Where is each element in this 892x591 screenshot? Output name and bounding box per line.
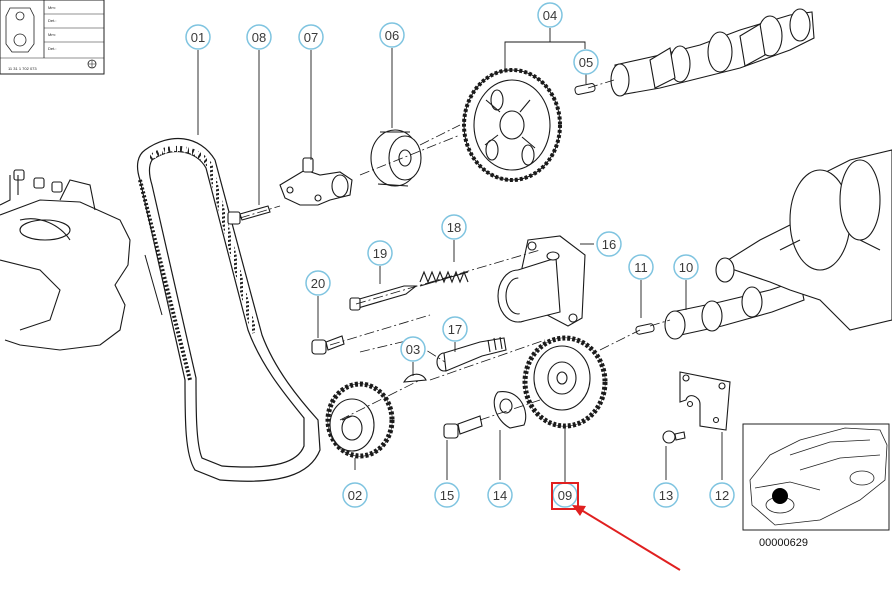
intermediate-sprocket [522, 335, 608, 429]
callout-16: 16 [596, 231, 622, 257]
crankshaft-sprocket [325, 381, 395, 459]
callout-15: 15 [434, 482, 460, 508]
callout-02-label: 02 [348, 488, 362, 503]
small-screw [662, 430, 686, 444]
guide-pulley [370, 129, 422, 187]
tensioner-bracket [279, 157, 353, 206]
callout-06-label: 06 [385, 28, 399, 43]
callout-20: 20 [305, 270, 331, 296]
timing-belt [136, 137, 321, 482]
callout-12: 12 [709, 482, 735, 508]
hex-bolt-15 [443, 415, 483, 439]
camshaft [610, 8, 815, 97]
callout-14: 14 [487, 482, 513, 508]
camshaft-sprocket [462, 68, 562, 182]
callout-12-label: 12 [715, 488, 729, 503]
callout-09-label: 09 [558, 488, 572, 503]
callout-17: 17 [442, 316, 468, 342]
stamp-line2: Det.: [48, 18, 56, 23]
callout-18-label: 18 [447, 220, 461, 235]
tensioner-pin [349, 285, 418, 311]
assembly-lines [239, 79, 671, 421]
woodruff-key [402, 373, 427, 383]
callout-08: 08 [246, 24, 272, 50]
callout-09[interactable]: 09 [552, 482, 578, 508]
callout-03: 03 [400, 336, 426, 362]
cover-plate [679, 371, 731, 431]
camshaft-pin [574, 83, 596, 95]
callout-18: 18 [441, 214, 467, 240]
highlight-arrow [577, 507, 681, 571]
callout-06: 06 [379, 22, 405, 48]
callout-04-label: 04 [543, 8, 557, 23]
callout-16-label: 16 [602, 237, 616, 252]
callout-11: 11 [628, 254, 654, 280]
drawing-number: 00000629 [759, 537, 808, 549]
callout-10-label: 10 [679, 260, 693, 275]
stamp-line4: Det.: [48, 46, 56, 51]
tensioner-spring [419, 270, 469, 287]
callout-14-label: 14 [493, 488, 507, 503]
callout-20-label: 20 [311, 276, 325, 291]
callout-05-label: 05 [579, 55, 593, 70]
crankshaft [715, 149, 892, 331]
vehicle-inset: 00000629 [742, 423, 890, 549]
callout-08-label: 08 [252, 30, 266, 45]
callout-07: 07 [298, 24, 324, 50]
callout-07-label: 07 [304, 30, 318, 45]
stamp-code: 11 31 1 702 073 [8, 66, 37, 71]
car-outline-icon [749, 427, 888, 526]
leader-lines [197, 28, 723, 482]
callout-01: 01 [185, 24, 211, 50]
tensioner-flange [497, 235, 586, 327]
callout-04: 04 [537, 2, 563, 28]
engine-block-drawing [0, 169, 131, 351]
highlight-annotation [551, 482, 681, 571]
callout-13: 13 [653, 482, 679, 508]
callout-05: 05 [573, 49, 599, 75]
highlight-box [551, 482, 579, 510]
hex-bolt-20 [311, 335, 345, 355]
stamp-line3: Mm: [48, 32, 56, 37]
callout-13-label: 13 [659, 488, 673, 503]
callout-bubbles: 01 08 07 06 04 05 18 16 19 11 10 20 17 0… [185, 2, 735, 508]
callout-03-label: 03 [406, 342, 420, 357]
arrow-head-icon [572, 505, 586, 516]
revision-stamp: Mm: Det.: Mm: Det.: 11 31 1 702 073 [0, 0, 105, 75]
dowel-pin [635, 323, 655, 335]
engine-location-dot [772, 488, 788, 504]
callout-19-label: 19 [373, 246, 387, 261]
intermediate-shaft [664, 266, 805, 340]
stud-bolt [436, 336, 507, 372]
callout-19: 19 [367, 240, 393, 266]
callout-01-label: 01 [191, 30, 205, 45]
callout-10: 10 [673, 254, 699, 280]
callout-11-label: 11 [634, 260, 648, 275]
stamp-line1: Mm: [48, 5, 56, 10]
callout-02: 02 [342, 482, 368, 508]
callout-15-label: 15 [440, 488, 454, 503]
callout-17-label: 17 [448, 322, 462, 337]
